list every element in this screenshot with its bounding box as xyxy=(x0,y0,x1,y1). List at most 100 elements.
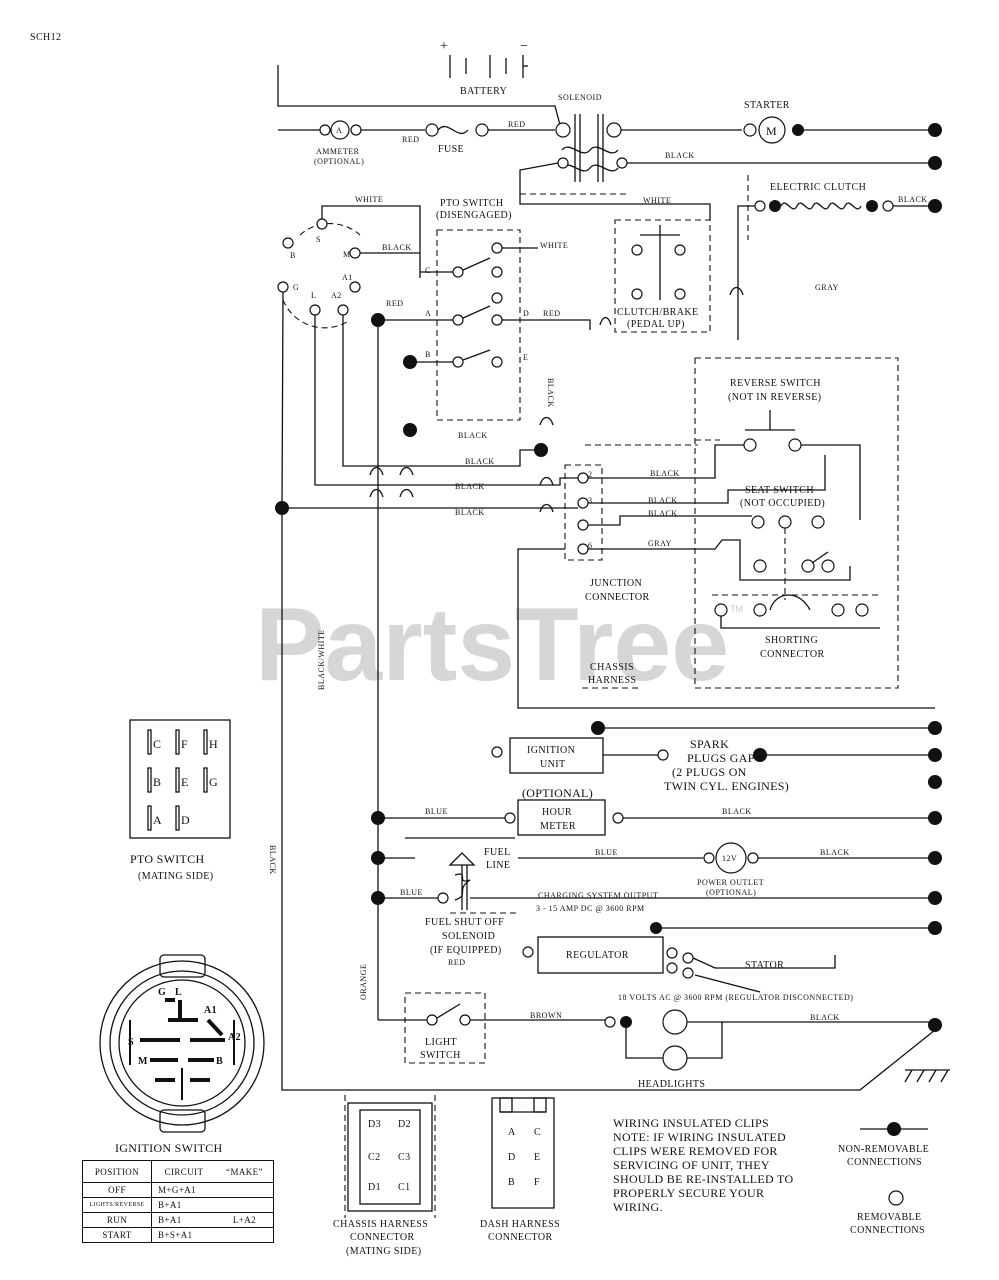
junction-connector: 2 3 6 JUNCTION CONNECTOR xyxy=(564,464,650,603)
table-header-cell: POSITION xyxy=(82,1160,152,1183)
junction-connector-label-2: CONNECTOR xyxy=(585,592,650,603)
wiring-note: WIRING INSULATED CLIPS NOTE: IF WIRING I… xyxy=(613,1116,793,1214)
fuel-solenoid-label-2: SOLENOID xyxy=(442,931,495,942)
table-cell: B+S+A1 xyxy=(158,1230,193,1240)
svg-text:A: A xyxy=(425,309,431,318)
charging-output-label-1: CHARGING SYSTEM OUTPUT xyxy=(538,891,658,900)
shorting-connector-label-1: SHORTING xyxy=(765,635,818,646)
chassis-pin-5: D1 xyxy=(368,1182,381,1193)
svg-text:A2: A2 xyxy=(331,291,342,300)
pto-mating-diagram: C F H B E G A D PTO SWITCH xyxy=(129,719,231,882)
ignition-switch-title: IGNITION SWITCH xyxy=(115,1141,223,1155)
chassis-harness-label-2: HARNESS xyxy=(588,675,636,686)
reverse-switch-label: REVERSE SWITCH xyxy=(730,378,821,389)
wire-label-black-clutch: BLACK xyxy=(898,195,928,204)
table-cell: START xyxy=(82,1227,152,1243)
pto-switch-label: PTO SWITCH xyxy=(440,198,504,209)
note-line-5: SHOULD BE RE-INSTALLED TO xyxy=(613,1172,793,1186)
wire-label-blue-3: BLUE xyxy=(400,888,423,897)
starter-motor: M xyxy=(766,124,777,138)
wire-label-red-5: RED xyxy=(448,958,466,967)
note-line-2: NOTE: IF WIRING INSULATED xyxy=(613,1130,786,1144)
watermark: PartsTree xyxy=(255,587,729,703)
ammeter-optional: (OPTIONAL) xyxy=(314,157,364,166)
wire-label-black-10: BLACK xyxy=(722,807,752,816)
battery-label: BATTERY xyxy=(460,86,507,97)
chassis-pin-2: D2 xyxy=(398,1119,411,1130)
legend-non-removable-1: NON-REMOVABLE xyxy=(838,1144,929,1155)
electric-clutch: ELECTRIC CLUTCH BLACK xyxy=(747,175,942,240)
spark-plugs: SPARK PLUGS GAP (2 PLUGS ON TWIN CYL. EN… xyxy=(664,737,789,793)
dash-pin-4: E xyxy=(534,1152,541,1163)
wire-label-gray-1: GRAY xyxy=(815,283,839,292)
svg-text:C: C xyxy=(153,737,161,751)
wire-label-gray-2: GRAY xyxy=(648,539,672,548)
regulator-label: REGULATOR xyxy=(566,950,629,961)
junction-connector-label-1: JUNCTION xyxy=(590,578,642,589)
wire-label-black-4: BLACK xyxy=(650,469,680,478)
pto-mating-subtitle: (MATING SIDE) xyxy=(138,871,213,882)
shorting-connector-label-2: CONNECTOR xyxy=(760,649,825,660)
pto-mating-pin-b: B xyxy=(147,767,161,793)
hour-meter: (OPTIONAL) HOUR METER xyxy=(504,786,624,836)
headlights: HEADLIGHTS xyxy=(604,1009,723,1090)
chassis-harness-connector: D3 D2 C2 C3 D1 C1 CHASSIS HARNESS CONNEC… xyxy=(333,1095,436,1257)
starter: STARTER M xyxy=(743,100,804,144)
spark-plugs-label-4: TWIN CYL. ENGINES) xyxy=(664,779,789,793)
dash-pin-2: C xyxy=(534,1127,541,1138)
spark-plugs-label-1: SPARK xyxy=(690,737,729,751)
wire-label-black-11: BLACK xyxy=(820,848,850,857)
legend: NON-REMOVABLE CONNECTIONS REMOVABLE CONN… xyxy=(838,1122,929,1236)
dash-pin-6: F xyxy=(534,1177,540,1188)
ign-face-b: B xyxy=(216,1056,223,1067)
svg-text:E: E xyxy=(181,775,189,789)
ign-face-m: M xyxy=(138,1056,148,1067)
svg-text:S: S xyxy=(316,235,321,244)
table-cell: B+A1 xyxy=(158,1200,182,1210)
starter-label: STARTER xyxy=(744,100,790,111)
ignition-switch-face: G L A1 S A2 M B IGNITION SWITCH xyxy=(99,954,265,1155)
seat-switch-sub: (NOT OCCUPIED) xyxy=(740,498,825,509)
dash-connector-caption-2: CONNECTOR xyxy=(488,1232,553,1243)
table-cell: L+A2 xyxy=(232,1215,257,1225)
wire-label-orange: ORANGE xyxy=(359,964,368,1000)
table-row: RUN B+A1 L+A2 xyxy=(82,1212,274,1228)
fuse: FUSE xyxy=(425,123,489,155)
note-line-1: WIRING INSULATED CLIPS xyxy=(613,1116,769,1130)
pto-mating-pin-d: D xyxy=(175,805,190,831)
wire-label-white-pto: WHITE xyxy=(540,241,568,250)
svg-text:A1: A1 xyxy=(342,273,353,282)
svg-text:B: B xyxy=(153,775,161,789)
stator: STATOR xyxy=(682,952,836,993)
note-line-4: SERVICING OF UNIT, THEY xyxy=(613,1158,770,1172)
legend-removable-1: REMOVABLE xyxy=(857,1212,922,1223)
wire-label-black-v: BLACK xyxy=(546,378,555,408)
table-cell: OFF xyxy=(82,1182,152,1198)
wire-label-blue-2: BLUE xyxy=(595,848,618,857)
svg-text:D: D xyxy=(181,813,190,827)
svg-text:D: D xyxy=(523,309,529,318)
wire-label-black-3: BLACK xyxy=(458,431,488,440)
fuel-solenoid: FUEL LINE FUEL SHUT OFF SOLENOID (IF EQU… xyxy=(425,847,510,956)
wire-label-red-3: RED xyxy=(386,299,404,308)
ammeter: A AMMETER (OPTIONAL) xyxy=(314,120,364,166)
clutch-brake-sub: (PEDAL UP) xyxy=(627,319,685,330)
seat-switch: SEAT SWITCH (NOT OCCUPIED) xyxy=(740,485,835,600)
ignition-unit-label-2: UNIT xyxy=(540,759,565,770)
svg-text:2: 2 xyxy=(588,470,593,479)
table-header-cell: “MAKE” xyxy=(226,1166,263,1177)
wire-label-brown: BROWN xyxy=(530,1011,562,1020)
solenoid: SOLENOID xyxy=(520,93,630,195)
table-cell xyxy=(216,1228,274,1243)
legend-removable-2: CONNECTIONS xyxy=(850,1225,925,1236)
svg-text:3: 3 xyxy=(588,496,593,505)
light-switch: LIGHT SWITCH xyxy=(404,992,486,1064)
charging-output-label-2: 3 - 15 AMP DC @ 3600 RPM xyxy=(536,904,645,913)
power-outlet: 12V POWER OUTLET (OPTIONAL) xyxy=(697,842,764,897)
fuel-solenoid-label-3: (IF EQUIPPED) xyxy=(430,945,502,956)
note-line-7: WIRING. xyxy=(613,1200,663,1214)
dash-pin-5: B xyxy=(508,1177,515,1188)
table-row: OFF M+G+A1 xyxy=(82,1182,274,1198)
clutch-brake-label: CLUTCH/BRAKE xyxy=(617,307,698,318)
